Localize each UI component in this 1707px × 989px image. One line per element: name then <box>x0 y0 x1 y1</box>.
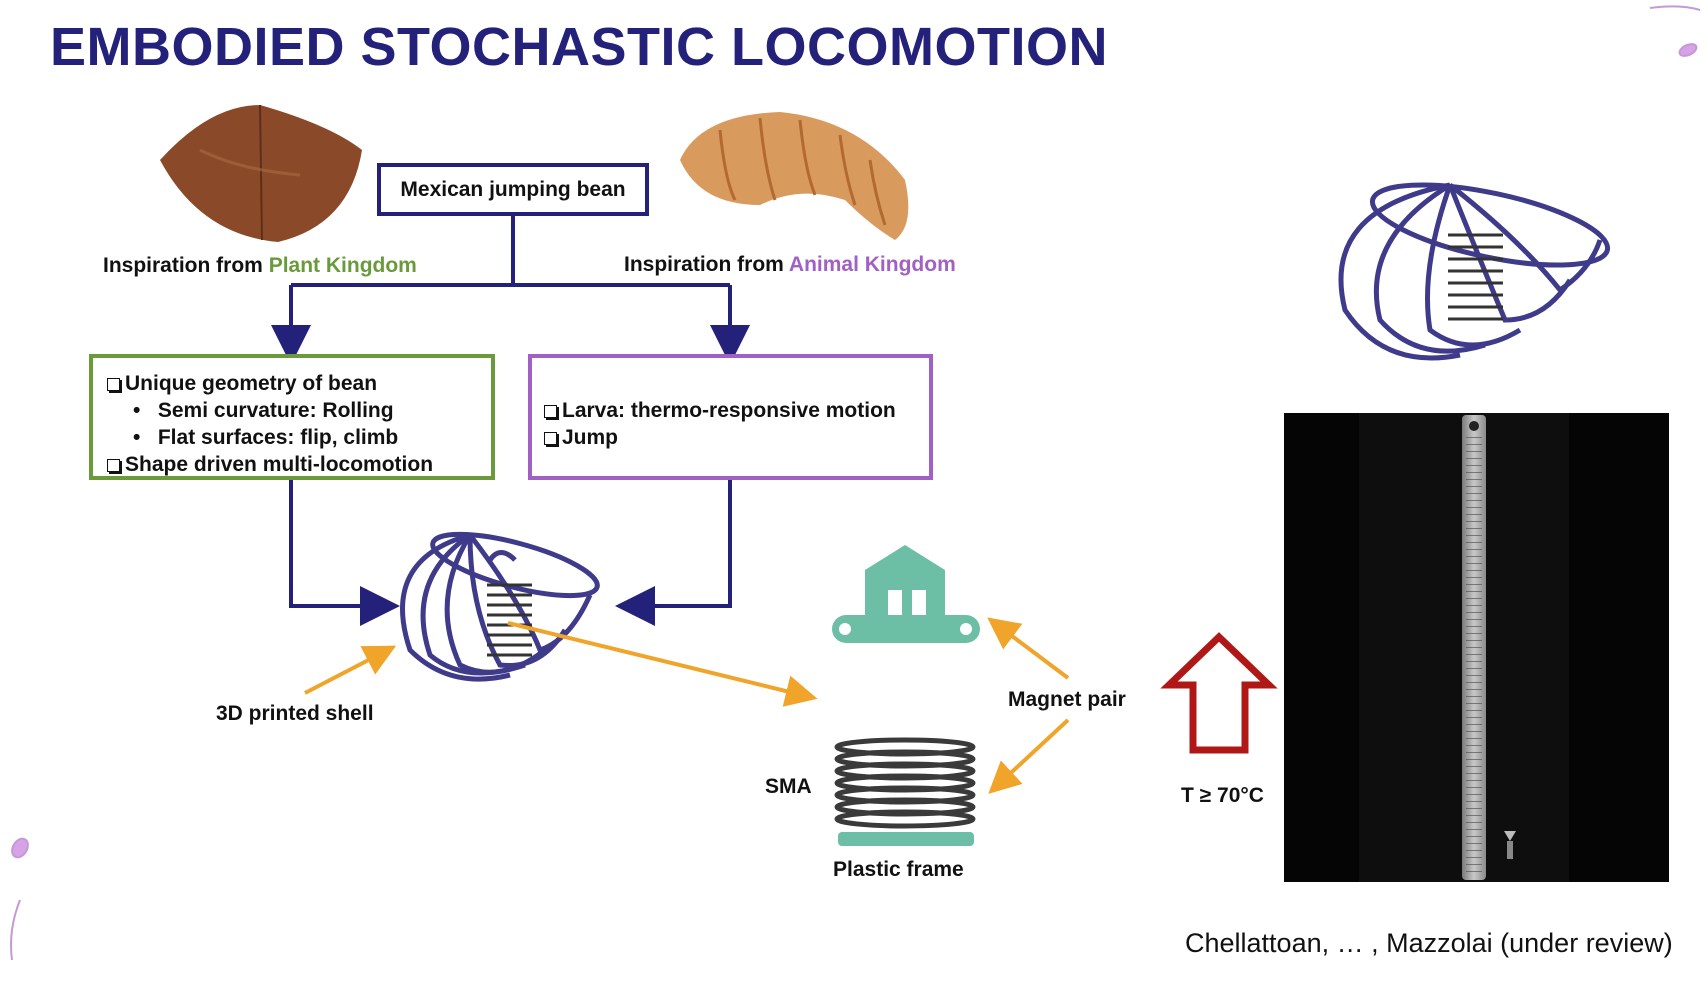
flow-connectors <box>271 216 750 626</box>
plant-features-box: Unique geometry of bean • Semi curvature… <box>89 354 495 480</box>
plant-subitem: • Semi curvature: Rolling <box>133 399 394 422</box>
plant-item: Unique geometry of bean <box>107 370 477 397</box>
animal-item: Jump <box>544 424 917 451</box>
citation: Chellattoan, … , Mazzolai (under review) <box>1185 928 1673 958</box>
jumping-bean-robot <box>1504 831 1516 861</box>
decorative-sprig-icon <box>10 5 1701 961</box>
mexican-jumping-bean-box: Mexican jumping bean <box>377 163 649 216</box>
orange-arrows <box>304 617 1070 794</box>
plant-inspiration-label: Inspiration from Plant Kingdom <box>103 254 417 278</box>
ruler <box>1462 415 1486 880</box>
plant-prefix: Inspiration from <box>103 254 269 277</box>
ruler-photo <box>1284 413 1669 882</box>
animal-item: Larva: thermo-responsive motion <box>544 397 917 424</box>
larva-photo <box>680 112 909 240</box>
ruler-ticks <box>1466 437 1482 872</box>
animal-highlight: Animal Kingdom <box>788 253 956 276</box>
magnet-pair-label: Magnet pair <box>1008 688 1126 711</box>
plant-item: Shape driven multi-locomotion <box>107 451 477 478</box>
shell-cage-icon <box>400 531 600 682</box>
temperature-label: T ≥ 70°C <box>1181 784 1264 807</box>
sma-spring-icon <box>834 737 976 846</box>
shell-label: 3D printed shell <box>216 702 374 725</box>
shell-cage-icon <box>1338 182 1611 361</box>
sma-label: SMA <box>765 775 812 798</box>
checkbox-icon <box>107 378 120 391</box>
checkbox-icon <box>107 459 120 472</box>
animal-prefix: Inspiration from <box>624 253 789 276</box>
magnet-holder-icon <box>832 545 980 643</box>
plastic-frame-label: Plastic frame <box>833 858 964 881</box>
bean-photo <box>160 104 362 242</box>
up-arrow-icon <box>1160 632 1278 754</box>
checkbox-icon <box>544 405 557 418</box>
plant-highlight: Plant Kingdom <box>268 254 417 277</box>
checkbox-icon <box>544 432 557 445</box>
ruler-hole <box>1469 421 1479 431</box>
animal-features-box: Larva: thermo-responsive motion Jump <box>528 354 933 480</box>
slide-title: EMBODIED STOCHASTIC LOCOMOTION <box>50 17 1109 77</box>
plant-subitem: • Flat surfaces: flip, climb <box>133 426 399 449</box>
animal-inspiration-label: Inspiration from Animal Kingdom <box>624 253 956 277</box>
